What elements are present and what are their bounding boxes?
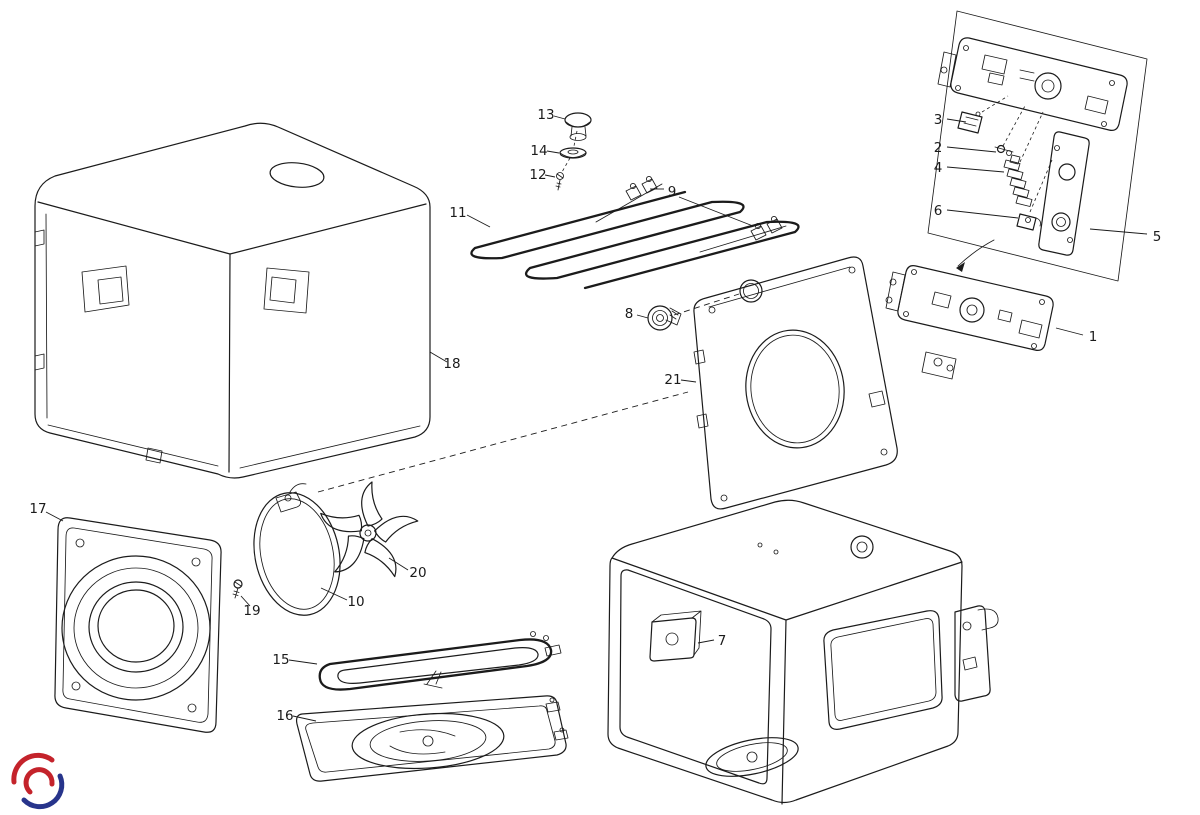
callout-4: 4 <box>934 160 1005 176</box>
svg-text:14: 14 <box>530 143 547 159</box>
part-4-terminal-block <box>1003 159 1033 207</box>
part-17-fan-cover <box>54 517 222 733</box>
callout-5: 5 <box>1089 228 1162 245</box>
part-13-thermostat-knob <box>564 112 592 141</box>
lamp-assembly-axis <box>673 293 740 316</box>
part-2-fixings <box>994 144 1021 165</box>
part-20-fan-blade <box>316 481 422 584</box>
svg-text:11: 11 <box>449 205 466 221</box>
logo-blue-arc <box>21 773 65 810</box>
logo-red-arc <box>11 752 55 785</box>
callout-1: 1 <box>1055 327 1098 345</box>
part-15-lower-element <box>318 631 562 691</box>
part-11-grill-element <box>470 183 800 290</box>
callout-7: 7 <box>697 633 727 649</box>
callout-17: 17 <box>29 501 64 522</box>
callout-13: 13 <box>537 107 566 123</box>
svg-text:20: 20 <box>409 565 426 581</box>
svg-text:9: 9 <box>668 184 677 200</box>
part-9-element-clips <box>625 175 783 241</box>
part-16-base-tray <box>295 695 569 782</box>
side-latch-bracket <box>954 605 999 702</box>
callout-19: 19 <box>240 595 261 619</box>
callout-15: 15 <box>272 652 318 668</box>
callout-6: 6 <box>934 203 1019 219</box>
part-21-rear-panel <box>693 256 898 510</box>
svg-text:13: 13 <box>537 107 554 123</box>
svg-text:3: 3 <box>934 112 943 128</box>
callout-8: 8 <box>625 306 649 322</box>
control-board-rear <box>937 37 1128 131</box>
part-6-bracket <box>1016 213 1041 231</box>
callout-3: 3 <box>934 112 967 128</box>
callout-20: 20 <box>388 557 427 581</box>
callout-12: 12 <box>529 167 556 183</box>
part-8-oven-lamp <box>647 305 682 331</box>
callout-14: 14 <box>530 143 560 159</box>
knob-assembly-axis <box>561 130 578 173</box>
svg-text:7: 7 <box>718 633 727 649</box>
svg-text:19: 19 <box>243 603 260 619</box>
control-detail-box <box>927 10 1148 282</box>
part-5-side-bracket <box>1038 131 1090 256</box>
part-7-inner-component <box>649 610 702 662</box>
main-assembly-axis <box>317 391 689 493</box>
callout-21: 21 <box>664 372 697 388</box>
svg-text:17: 17 <box>29 501 46 517</box>
svg-text:18: 18 <box>443 356 460 372</box>
part-1-control-assembly <box>885 265 1054 380</box>
svg-text:16: 16 <box>276 708 293 724</box>
svg-text:8: 8 <box>625 306 634 322</box>
callout-10: 10 <box>320 587 365 610</box>
oven-cavity <box>607 499 999 805</box>
part-14-mounting-disc <box>559 147 587 159</box>
brand-logo <box>11 752 65 810</box>
logo-red-inner-arc <box>23 767 55 795</box>
callout-16: 16 <box>276 708 317 724</box>
part-19-screw <box>232 579 243 599</box>
svg-text:1: 1 <box>1089 329 1098 345</box>
callout-18: 18 <box>429 351 461 372</box>
svg-text:15: 15 <box>272 652 289 668</box>
svg-text:2: 2 <box>934 140 943 156</box>
callout-11: 11 <box>449 205 491 228</box>
svg-text:21: 21 <box>664 372 681 388</box>
part-12-screw <box>555 172 564 191</box>
detail-arrow-head <box>956 262 965 272</box>
callout-9: 9 <box>650 184 754 227</box>
part-3-relay <box>957 111 983 134</box>
svg-text:10: 10 <box>347 594 364 610</box>
part-18-outer-casing <box>34 122 431 479</box>
callouts-layer: 1 2 3 4 5 6 7 8 9 10 11 12 13 14 15 16 1… <box>29 107 1161 724</box>
svg-text:12: 12 <box>529 167 546 183</box>
callout-2: 2 <box>934 140 997 156</box>
svg-text:6: 6 <box>934 203 943 219</box>
svg-text:4: 4 <box>934 160 943 176</box>
svg-text:5: 5 <box>1153 229 1162 245</box>
part-10-clamp-ring <box>253 483 341 616</box>
detail-arrow <box>957 239 995 267</box>
